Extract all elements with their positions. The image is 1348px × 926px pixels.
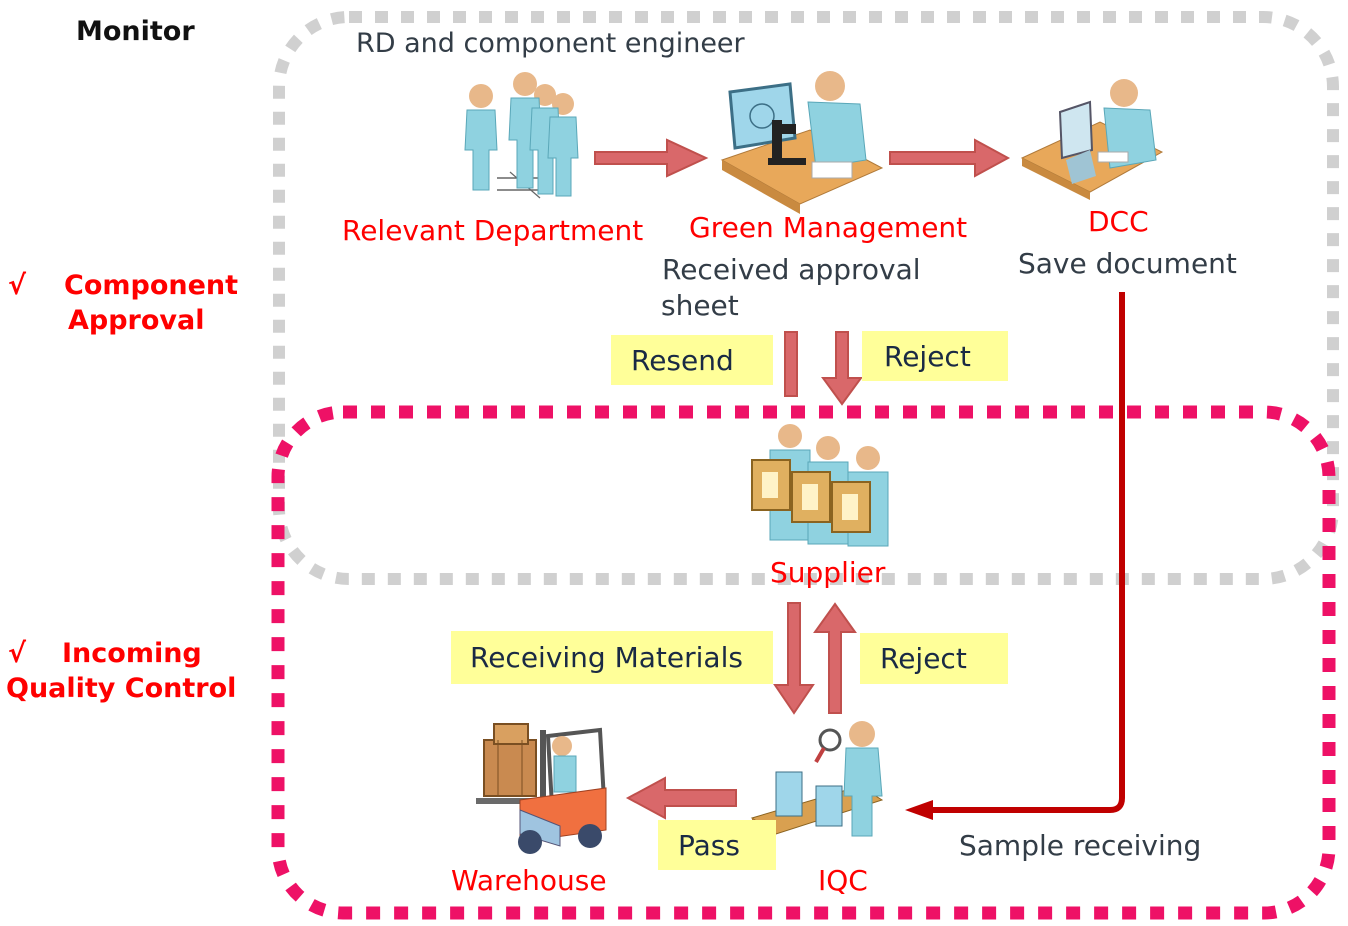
component-approval-check: √	[8, 270, 27, 301]
pass-tag-text: Pass	[678, 828, 740, 862]
component-approval-label: √ Component	[8, 268, 238, 303]
incoming-qc-line1: Incoming	[62, 638, 202, 669]
reject-top-tag-text: Reject	[884, 339, 971, 373]
green-management-label: Green Management	[689, 211, 968, 244]
office-computer-icon	[1020, 79, 1164, 200]
save-document-label: Save document	[1018, 247, 1237, 280]
incoming-qc-line2: Quality Control	[6, 673, 237, 704]
arrow-reject-to-supplier	[821, 331, 863, 406]
relevant-department-label: Relevant Department	[342, 214, 644, 247]
monitor-label: Monitor	[76, 16, 195, 47]
arrow-pass	[625, 776, 737, 820]
resend-tag-text: Resend	[631, 343, 734, 377]
incoming-qc-label: √ Incoming	[8, 636, 202, 671]
component-approval-line2: Approval	[68, 305, 205, 336]
dcc-sample-line	[930, 292, 1125, 813]
warehouse-label: Warehouse	[451, 864, 607, 897]
incoming-qc-region	[271, 405, 1336, 920]
received-approval-label-2: sheet	[661, 289, 739, 322]
reject-bottom-tag: Reject	[860, 633, 1008, 684]
received-approval-label-1: Received approval	[662, 253, 921, 286]
sample-receiving-label: Sample receiving	[959, 829, 1202, 862]
arrow-green-to-dcc	[889, 138, 1011, 178]
reject-bottom-tag-text: Reject	[880, 642, 967, 675]
arrow-reject-to-supplier-up	[813, 602, 857, 714]
incoming-qc-check: √	[8, 638, 27, 669]
receiving-materials-tag: Receiving Materials	[451, 631, 773, 684]
rd-engineer-label: RD and component engineer	[356, 28, 745, 59]
component-approval-label-line2: Approval	[68, 303, 205, 338]
supplier-boxes-icon	[751, 424, 889, 547]
pass-tag: Pass	[658, 820, 776, 870]
resend-tag: Resend	[611, 335, 773, 385]
arrow-dept-to-green	[594, 138, 709, 178]
component-approval-region	[273, 11, 1339, 585]
component-approval-line1: Component	[64, 270, 239, 301]
inspector-conveyor-icon	[750, 721, 884, 846]
scientist-microscope-icon	[720, 71, 884, 214]
iqc-label: IQC	[818, 864, 868, 897]
people-group-icon	[464, 72, 579, 199]
incoming-qc-label-line2: Quality Control	[6, 671, 236, 706]
arrow-resend	[784, 331, 798, 397]
reject-top-tag: Reject	[862, 331, 1008, 381]
receiving-materials-tag-text: Receiving Materials	[470, 641, 743, 674]
forklift-icon	[476, 723, 607, 854]
supplier-label: Supplier	[770, 556, 886, 589]
dcc-label: DCC	[1088, 205, 1149, 238]
arrow-receiving-materials	[773, 602, 815, 715]
dcc-sample-arrowhead	[905, 800, 933, 820]
